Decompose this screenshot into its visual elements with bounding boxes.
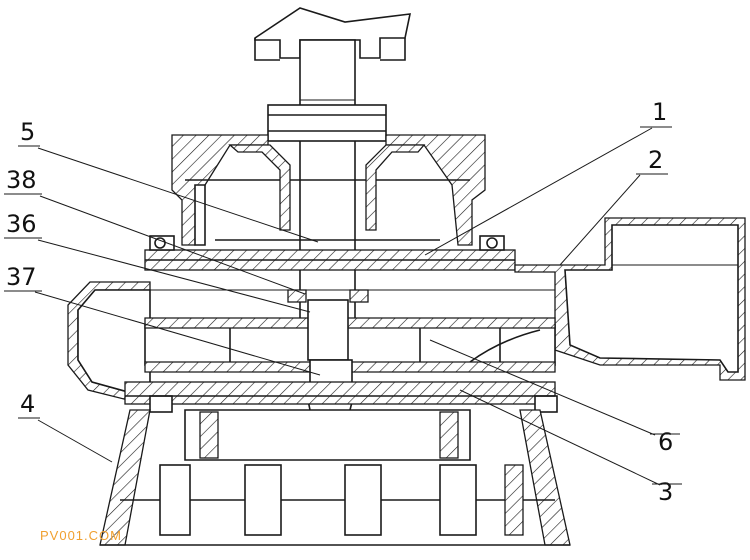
label-6: 6 <box>658 428 673 456</box>
label-4: 4 <box>20 390 35 418</box>
impeller <box>144 317 556 373</box>
label-36: 36 <box>6 210 37 238</box>
shaft-top-coupling <box>254 7 412 61</box>
leader-lines <box>34 127 661 486</box>
stand <box>99 409 571 546</box>
watermark: PV001.COM <box>40 528 122 543</box>
label-2: 2 <box>648 146 663 174</box>
callout-labels: 5 38 36 37 4 1 2 6 3 <box>4 98 682 506</box>
label-1: 1 <box>652 98 667 126</box>
bearing-nut <box>267 104 387 142</box>
label-3: 3 <box>658 478 673 506</box>
cover-plate <box>144 235 516 271</box>
label-38: 38 <box>6 166 37 194</box>
label-37: 37 <box>6 263 37 291</box>
base-plate <box>124 381 558 413</box>
label-5: 5 <box>20 118 35 146</box>
volute-casing <box>67 217 746 401</box>
